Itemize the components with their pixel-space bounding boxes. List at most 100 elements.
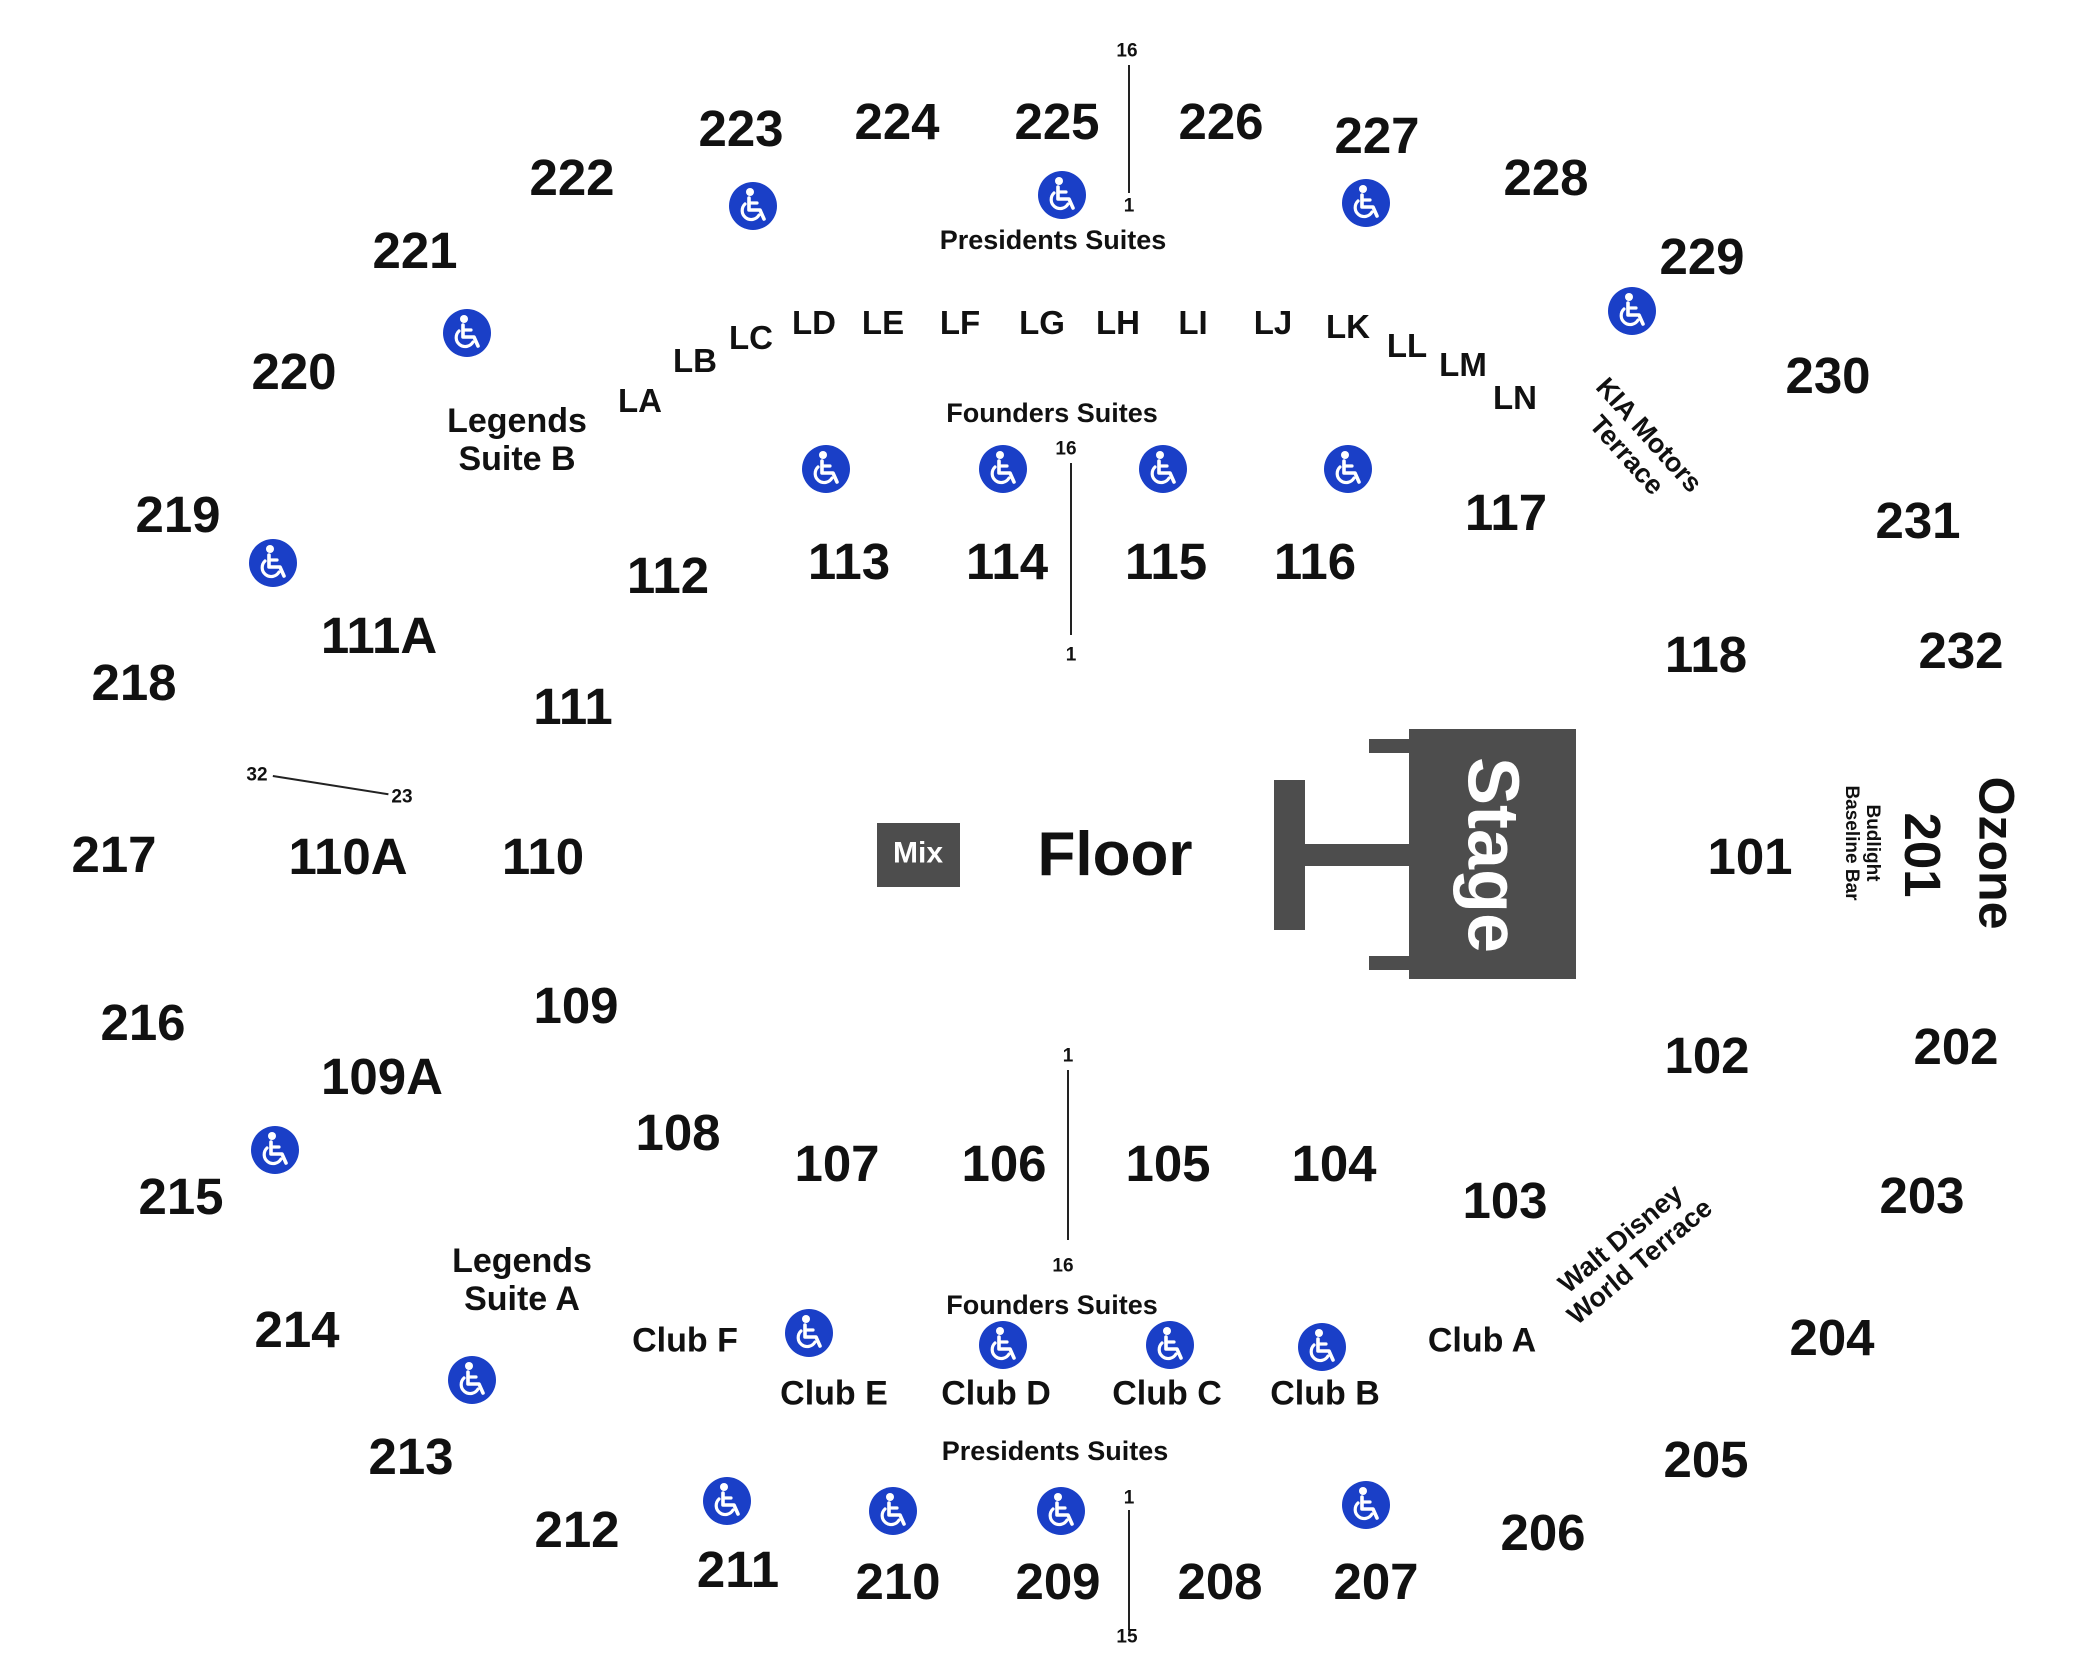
kia-motors-terrace[interactable]: KIA Motors Terrace xyxy=(1568,372,1708,518)
section-226[interactable]: 226 xyxy=(1178,92,1264,150)
loge-LK[interactable]: LK xyxy=(1326,307,1370,345)
stage-connector-bottom xyxy=(1369,956,1409,970)
row-number: 1 xyxy=(1123,1487,1135,1509)
section-231[interactable]: 231 xyxy=(1875,491,1961,549)
section-115[interactable]: 115 xyxy=(1124,532,1208,590)
section-216[interactable]: 216 xyxy=(100,993,186,1051)
legends-suite-b[interactable]: Legends Suite B xyxy=(447,402,587,478)
presidents-suites-top[interactable]: Presidents Suites xyxy=(939,225,1167,256)
walt-disney-world-terrace[interactable]: Walt Disney World Terrace xyxy=(1542,1169,1717,1330)
legends-suite-a-line2: Suite A xyxy=(464,1280,580,1318)
row-line-bottom-lower xyxy=(1067,1070,1069,1240)
row-number: 1 xyxy=(1062,1045,1074,1067)
section-203[interactable]: 203 xyxy=(1879,1166,1965,1224)
section-229[interactable]: 229 xyxy=(1659,227,1745,285)
section-111[interactable]: 111 xyxy=(533,677,613,735)
section-111A[interactable]: 111A xyxy=(320,606,438,664)
loge-LN[interactable]: LN xyxy=(1493,378,1537,416)
section-108[interactable]: 108 xyxy=(635,1103,721,1161)
section-109[interactable]: 109 xyxy=(533,976,619,1034)
section-112[interactable]: 112 xyxy=(626,546,710,604)
club-a[interactable]: Club A xyxy=(1427,1321,1537,1360)
section-114[interactable]: 114 xyxy=(965,532,1049,590)
section-218[interactable]: 218 xyxy=(91,653,177,711)
section-113[interactable]: 113 xyxy=(807,532,891,590)
section-201[interactable]: 201 xyxy=(1894,812,1952,898)
section-213[interactable]: 213 xyxy=(368,1427,454,1485)
club-d[interactable]: Club D xyxy=(941,1374,1051,1413)
loge-LG[interactable]: LG xyxy=(1019,303,1065,341)
section-212[interactable]: 212 xyxy=(534,1500,620,1558)
section-116[interactable]: 116 xyxy=(1273,532,1357,590)
club-e[interactable]: Club E xyxy=(780,1374,888,1413)
section-206[interactable]: 206 xyxy=(1500,1503,1586,1561)
loge-LI[interactable]: LI xyxy=(1178,303,1208,341)
section-223[interactable]: 223 xyxy=(698,99,784,157)
club-c[interactable]: Club C xyxy=(1112,1374,1222,1413)
ozone-label[interactable]: Ozone xyxy=(1968,776,2025,930)
mix-block[interactable] xyxy=(877,823,960,887)
section-109A[interactable]: 109A xyxy=(321,1047,443,1105)
club-b[interactable]: Club B xyxy=(1270,1374,1380,1413)
founders-suites-bottom[interactable]: Founders Suites xyxy=(946,1290,1158,1321)
row-number: 15 xyxy=(1116,1626,1138,1648)
stage-label: Stage xyxy=(1452,756,1533,954)
loge-LC[interactable]: LC xyxy=(729,318,773,356)
legends-suite-b-line2: Suite B xyxy=(458,440,576,478)
row-number: 16 xyxy=(1055,438,1077,460)
presidents-suites-bottom[interactable]: Presidents Suites xyxy=(941,1436,1169,1467)
section-101[interactable]: 101 xyxy=(1707,827,1793,885)
row-number: 16 xyxy=(1052,1255,1074,1277)
section-230[interactable]: 230 xyxy=(1785,346,1871,404)
section-214[interactable]: 214 xyxy=(254,1300,340,1358)
section-202[interactable]: 202 xyxy=(1913,1017,1999,1075)
section-225[interactable]: 225 xyxy=(1014,92,1100,150)
legends-suite-a[interactable]: Legends Suite A xyxy=(452,1242,592,1318)
section-222[interactable]: 222 xyxy=(529,148,615,206)
section-215[interactable]: 215 xyxy=(138,1167,224,1225)
runway-bar xyxy=(1274,780,1305,930)
loge-LH[interactable]: LH xyxy=(1096,303,1140,341)
section-217[interactable]: 217 xyxy=(71,825,157,883)
wheelchair-icon xyxy=(1298,1323,1346,1371)
runway-stem xyxy=(1305,844,1409,866)
section-103[interactable]: 103 xyxy=(1462,1171,1548,1229)
floor-label[interactable]: Floor xyxy=(1037,819,1193,889)
section-204[interactable]: 204 xyxy=(1789,1308,1875,1366)
section-209[interactable]: 209 xyxy=(1015,1552,1101,1610)
loge-LM[interactable]: LM xyxy=(1439,345,1487,383)
section-221[interactable]: 221 xyxy=(372,221,458,279)
section-232[interactable]: 232 xyxy=(1918,621,2004,679)
section-107[interactable]: 107 xyxy=(794,1134,880,1192)
section-104[interactable]: 104 xyxy=(1291,1134,1377,1192)
section-117[interactable]: 117 xyxy=(1464,483,1548,541)
loge-LA[interactable]: LA xyxy=(618,381,662,419)
section-211[interactable]: 211 xyxy=(696,1540,780,1598)
section-110A[interactable]: 110A xyxy=(288,827,408,885)
section-208[interactable]: 208 xyxy=(1177,1552,1263,1610)
section-105[interactable]: 105 xyxy=(1125,1134,1211,1192)
section-228[interactable]: 228 xyxy=(1503,148,1589,206)
loge-LB[interactable]: LB xyxy=(673,341,717,379)
loge-LJ[interactable]: LJ xyxy=(1253,303,1293,341)
section-210[interactable]: 210 xyxy=(855,1552,941,1610)
budlight-baseline-bar[interactable]: Budlight Baseline Bar xyxy=(1841,785,1883,900)
section-207[interactable]: 207 xyxy=(1333,1552,1419,1610)
section-110[interactable]: 110 xyxy=(501,827,585,885)
section-227[interactable]: 227 xyxy=(1334,106,1420,164)
loge-LL[interactable]: LL xyxy=(1386,326,1428,364)
founders-suites-top[interactable]: Founders Suites xyxy=(946,398,1158,429)
section-220[interactable]: 220 xyxy=(251,342,337,400)
section-118[interactable]: 118 xyxy=(1664,625,1748,683)
loge-LF[interactable]: LF xyxy=(939,303,981,341)
section-224[interactable]: 224 xyxy=(854,92,940,150)
section-106[interactable]: 106 xyxy=(961,1134,1047,1192)
club-f[interactable]: Club F xyxy=(632,1321,738,1360)
section-102[interactable]: 102 xyxy=(1664,1026,1750,1084)
wheelchair-icon xyxy=(1139,445,1187,493)
section-205[interactable]: 205 xyxy=(1663,1430,1749,1488)
stage-block[interactable] xyxy=(1409,729,1576,979)
section-219[interactable]: 219 xyxy=(135,485,221,543)
loge-LE[interactable]: LE xyxy=(861,303,905,341)
loge-LD[interactable]: LD xyxy=(792,303,836,341)
